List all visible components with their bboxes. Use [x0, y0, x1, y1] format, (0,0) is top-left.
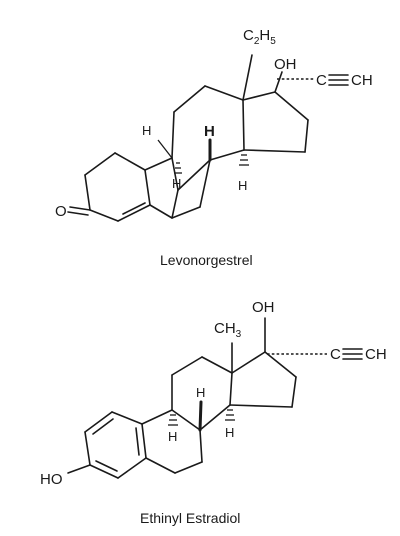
ethinyl-estradiol-h-c14-label: H — [225, 425, 234, 440]
levonorgestrel-ketone-o-label: O — [55, 203, 67, 220]
ethinyl-estradiol-h-bond-c14 — [225, 409, 235, 421]
ethinyl-estradiol-h-bond-c8 — [198, 400, 203, 432]
ethinyl-estradiol-methyl-label: CH3 — [214, 320, 242, 340]
levonorgestrel-structure: C2H5 OH C CH O H H H H Levonorgestrel — [55, 27, 373, 268]
levonorgestrel-caption: Levonorgestrel — [160, 252, 253, 268]
ethinyl-estradiol-structure: OH CH3 C CH HO H H H Ethinyl Estradiol — [40, 299, 387, 526]
levonorgestrel-ring-d — [242, 91, 309, 153]
ethinyl-estradiol-alkyne-ch-label: CH — [365, 346, 387, 363]
levonorgestrel-h-bond-c14 — [239, 154, 249, 166]
levonorgestrel-h-c14-label: H — [238, 178, 247, 193]
levonorgestrel-ring-a — [67, 152, 151, 222]
levonorgestrel-ethyl-label: C2H5 — [243, 27, 276, 47]
ethinyl-estradiol-h-bond-c9 — [168, 414, 178, 426]
levonorgestrel-ring-b-lower — [171, 159, 211, 219]
ethinyl-estradiol-h-c8-label: H — [196, 385, 205, 400]
levonorgestrel-triple-bond — [328, 74, 349, 86]
levonorgestrel-ring-b — [144, 157, 179, 219]
ethinyl-estradiol-caption: Ethinyl Estradiol — [140, 510, 240, 526]
ethinyl-estradiol-oh-label: OH — [252, 299, 275, 316]
ethinyl-estradiol-ring-b — [141, 409, 203, 474]
levonorgestrel-h-bond-c9 — [157, 139, 173, 159]
levonorgestrel-oh-label: OH — [274, 56, 297, 73]
ethinyl-estradiol-ring-a — [67, 411, 147, 479]
levonorgestrel-alkyne-c-label: C — [316, 72, 327, 89]
levonorgestrel-oh-bond — [274, 71, 283, 93]
ethinyl-estradiol-ho-label: HO — [40, 471, 63, 488]
levonorgestrel-ethyl-bond — [242, 54, 253, 101]
levonorgestrel-h-c8-label: H — [204, 123, 215, 140]
ethinyl-estradiol-ring-c — [171, 356, 233, 431]
levonorgestrel-ring-c — [171, 85, 245, 191]
levonorgestrel-h-c9-label: H — [142, 123, 151, 138]
ethinyl-estradiol-alkyne-c-label: C — [330, 346, 341, 363]
ethinyl-estradiol-triple-bond — [342, 348, 363, 360]
ethinyl-estradiol-h-c9-label: H — [168, 429, 177, 444]
levonorgestrel-h-bond-c10 — [174, 162, 182, 174]
ethinyl-estradiol-ring-d — [229, 351, 297, 408]
levonorgestrel-h-c10-label: H — [172, 176, 181, 191]
levonorgestrel-alkyne-ch-label: CH — [351, 72, 373, 89]
